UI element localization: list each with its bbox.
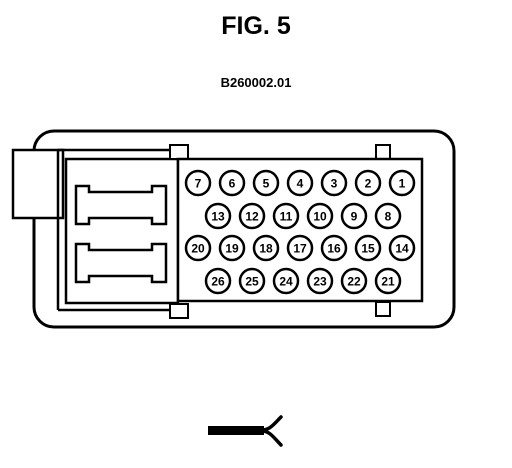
pin-21 [374, 267, 402, 295]
pin-label-18: 18 [259, 242, 273, 256]
pin-label-9: 9 [351, 210, 358, 224]
pin-label-23: 23 [313, 275, 327, 289]
pin-label-3: 3 [331, 177, 338, 191]
pin-label-13: 13 [211, 210, 225, 224]
pin-18 [252, 234, 280, 262]
fuse-terminal-lower [74, 242, 168, 284]
locator-tab [169, 144, 189, 160]
pin-label-19: 19 [225, 242, 239, 256]
pin-label-10: 10 [313, 210, 327, 224]
pin-label-14: 14 [395, 242, 409, 256]
pin-6 [218, 169, 246, 197]
locator-tab [169, 303, 189, 319]
locator-tab [375, 301, 391, 317]
figure-title: FIG. 5 [221, 12, 291, 40]
pin-label-22: 22 [347, 275, 361, 289]
pin-label-20: 20 [191, 242, 205, 256]
pin-15 [354, 234, 382, 262]
pin-23 [306, 267, 334, 295]
tool-symbol-fork [260, 415, 283, 447]
pin-label-7: 7 [195, 177, 202, 191]
pin-label-1: 1 [399, 177, 406, 191]
pin-label-15: 15 [361, 242, 375, 256]
pin-label-24: 24 [279, 275, 293, 289]
pin-4 [286, 169, 314, 197]
pin-13 [204, 202, 232, 230]
pin-2 [354, 169, 382, 197]
pin-label-12: 12 [245, 210, 259, 224]
pin-17 [286, 234, 314, 262]
pin-1 [388, 169, 416, 197]
pin-25 [238, 267, 266, 295]
pin-label-2: 2 [365, 177, 372, 191]
pin-16 [320, 234, 348, 262]
tool-symbol-bar [208, 426, 264, 435]
latch-tab [11, 148, 65, 220]
pin-8 [374, 202, 402, 230]
pin-7 [184, 169, 212, 197]
pin-26 [204, 267, 232, 295]
pin-label-11: 11 [280, 210, 293, 224]
pin-label-16: 16 [327, 242, 341, 256]
pin-19 [218, 234, 246, 262]
pin-12 [238, 202, 266, 230]
pin-label-17: 17 [293, 242, 307, 256]
pin-label-8: 8 [385, 210, 392, 224]
pin-5 [252, 169, 280, 197]
pin-label-21: 21 [381, 275, 395, 289]
pin-24 [272, 267, 300, 295]
pin-20 [184, 234, 212, 262]
part-code: B260002.01 [220, 75, 292, 90]
pin-9 [340, 202, 368, 230]
pin-10 [306, 202, 334, 230]
pin-14 [388, 234, 416, 262]
pin-label-5: 5 [263, 177, 270, 191]
fuse-terminal-upper [74, 184, 168, 226]
pin-label-25: 25 [245, 275, 259, 289]
pin-label-6: 6 [229, 177, 236, 191]
pin-label-26: 26 [211, 275, 225, 289]
locator-tab [375, 144, 391, 160]
pin-3 [320, 169, 348, 197]
pin-11 [272, 202, 300, 230]
pin-22 [340, 267, 368, 295]
pin-label-4: 4 [297, 177, 304, 191]
